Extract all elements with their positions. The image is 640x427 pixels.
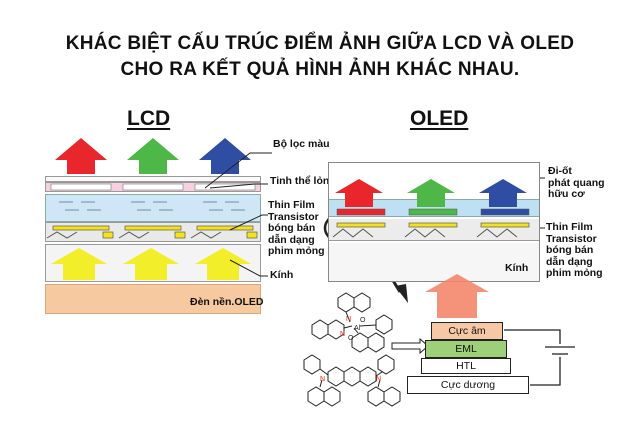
blue-light-arrow [199,138,251,174]
liquid-crystal-layer [45,194,261,222]
label-color-filter: Bộ lọc màu [273,138,330,150]
oled-heading: OLED [410,107,469,130]
yellow-light-arrow-1 [51,248,107,280]
svg-text:Al: Al [354,325,361,332]
label-lcd-tft: Thin Film Transistor bóng bán dẫn dạng p… [268,199,325,257]
svg-text:N: N [320,376,325,383]
svg-text:N: N [340,331,345,338]
svg-text:N: N [346,316,351,323]
lcd-heading: LCD [127,107,171,130]
htl-layer: HTL [421,358,511,374]
page-title-line-2: CHO RA KẾT QUẢ HÌNH ẢNH KHÁC NHAU. [120,59,520,80]
oled-diagram-graphics [332,179,530,238]
backlight-layer [45,284,261,314]
label-lcd-glass: Kính [270,269,294,281]
lcd-diagram [45,138,261,314]
yellow-light-arrow-2 [123,248,179,280]
svg-text:N: N [376,376,381,383]
oled-green-arrow [407,179,455,207]
svg-text:O: O [348,335,354,342]
label-oled-glass: Kính [505,262,529,274]
label-backlight: Đèn nền.OLED [190,296,264,308]
anode-layer: Cực dương [407,376,529,394]
red-light-arrow [55,138,107,174]
oled-diagram: Kính [328,162,540,282]
oled-blue-arrow [479,179,527,207]
lcd-diagram-graphics [46,138,258,280]
eml-layer: EML [425,340,507,358]
label-liquid-crystal: Tinh thể lỏng [270,175,336,187]
page-title-line-1: KHÁC BIỆT CẤU TRÚC ĐIỂM ẢNH GIỮA LCD VÀ … [65,33,575,54]
label-oled-tft: Thin Film Transistor bóng bán dẫn dạng p… [546,221,603,279]
green-light-arrow [127,138,179,174]
cathode-layer: Cực âm [431,322,503,340]
oled-red-arrow [335,179,383,207]
zoom-arrow-head [395,284,408,303]
label-oled-diode: Đi-ốt phát quang hữu cơ [548,165,605,200]
svg-text:O: O [360,317,366,324]
yellow-light-arrow-3 [195,248,251,280]
